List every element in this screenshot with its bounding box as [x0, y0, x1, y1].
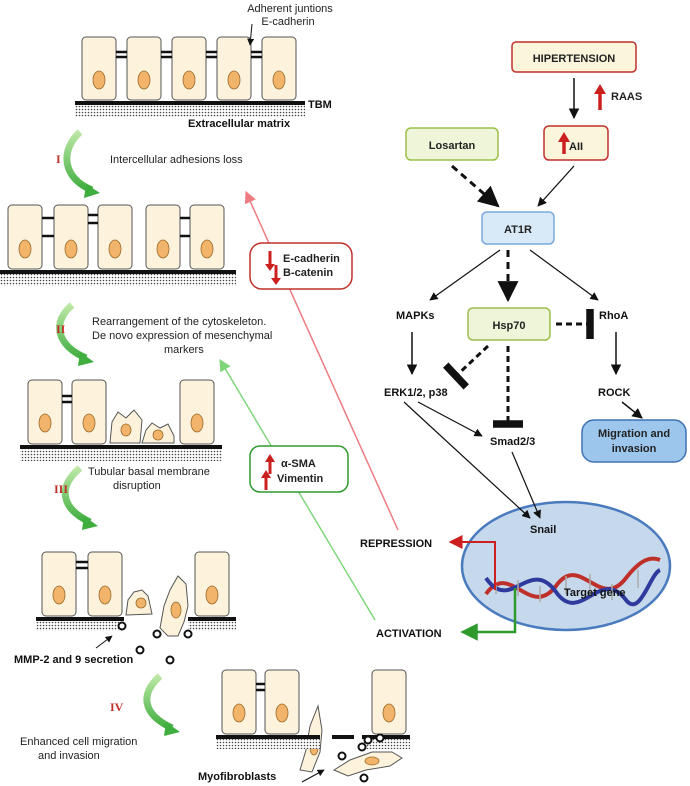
- step-3-curved-arrow: [61, 465, 92, 526]
- step-1-numeral: I: [56, 152, 61, 166]
- repression-box: [249, 242, 353, 290]
- step-2-curved-arrow: [56, 302, 88, 362]
- step-2-text-3: markers: [164, 344, 204, 356]
- e-cadherin-marker: E-cadherin: [283, 253, 340, 265]
- step-2-numeral: II: [56, 322, 66, 336]
- migration-label-1: Migration and: [598, 428, 670, 440]
- tbm-label: TBM: [308, 99, 332, 111]
- repression-label: REPRESSION: [360, 538, 432, 550]
- stage-4-epithelium: [216, 669, 410, 783]
- step-4-text-1: Enhanced cell migration: [20, 736, 137, 748]
- migration-label-2: invasion: [612, 443, 657, 455]
- myofibroblasts-label: Myofibroblasts: [198, 771, 276, 783]
- stage-2-epithelium: [20, 379, 222, 461]
- aii-label: AII: [569, 141, 583, 153]
- mapks-node: MAPKs: [396, 310, 435, 322]
- hipertension-label: HIPERTENSION: [533, 53, 616, 65]
- step-2-text-2: De novo expression of mesenchymal: [92, 330, 272, 342]
- activation-label: ACTIVATION: [376, 628, 442, 640]
- snail-node: Snail: [530, 524, 556, 536]
- hipertension-box: [511, 41, 637, 73]
- dna-to-repression-arrow: [448, 535, 496, 590]
- step-3-numeral: III: [54, 482, 68, 496]
- stage-3-epithelium: [36, 551, 236, 665]
- step-4-curved-arrow: [143, 673, 174, 732]
- step-4-text-2: and invasion: [38, 750, 100, 762]
- step-2-text-1: Rearrangement of the cytoskeleton.: [92, 316, 266, 328]
- b-catenin-marker: B-catenin: [283, 267, 333, 279]
- smad-node: Smad2/3: [490, 436, 535, 448]
- stage-0-epithelium: [75, 23, 305, 117]
- adherent-pointer-arrow: [247, 23, 255, 46]
- erk-node: ERK1/2, p38: [384, 387, 448, 399]
- hsp70-label: Hsp70: [492, 320, 525, 332]
- target-gene-label: Target gene: [564, 587, 626, 599]
- at1r-box: [481, 211, 555, 245]
- dna-helix-icon: [484, 556, 662, 606]
- hsp70-box: [467, 307, 551, 341]
- rhoa-node: RhoA: [599, 310, 628, 322]
- losartan-box: [405, 127, 499, 161]
- losartan-to-at1r-arrow: [451, 164, 500, 208]
- dna-to-activation-arrow: [460, 588, 517, 641]
- stage-1-epithelium: [0, 204, 236, 286]
- step-3-text-2: disruption: [113, 480, 161, 492]
- aii-box: [543, 125, 609, 161]
- mmp-label: MMP-2 and 9 secretion: [14, 654, 133, 666]
- activation-box: [249, 445, 349, 493]
- step-1-text: Intercellular adhesions loss: [110, 154, 243, 166]
- step-3-text-1: Tubular basal membrane: [88, 466, 210, 478]
- aii-to-at1r-arrow: [537, 165, 575, 207]
- adherent-junctions-label: Adherent juntions: [247, 3, 333, 15]
- rock-node: ROCK: [598, 387, 630, 399]
- alpha-sma-marker: α-SMA: [281, 458, 316, 470]
- step-4-numeral: IV: [110, 700, 124, 714]
- migration-invasion-box: [581, 419, 687, 463]
- losartan-label: Losartan: [429, 140, 476, 152]
- vimentin-marker: Vimentin: [277, 473, 324, 485]
- step-1-curved-arrow: [63, 129, 94, 194]
- at1r-label: AT1R: [504, 224, 532, 236]
- raas-label: RAAS: [611, 91, 642, 103]
- e-cadherin-label: E-cadherin: [261, 16, 314, 28]
- ecm-label: Extracellular matrix: [188, 118, 291, 130]
